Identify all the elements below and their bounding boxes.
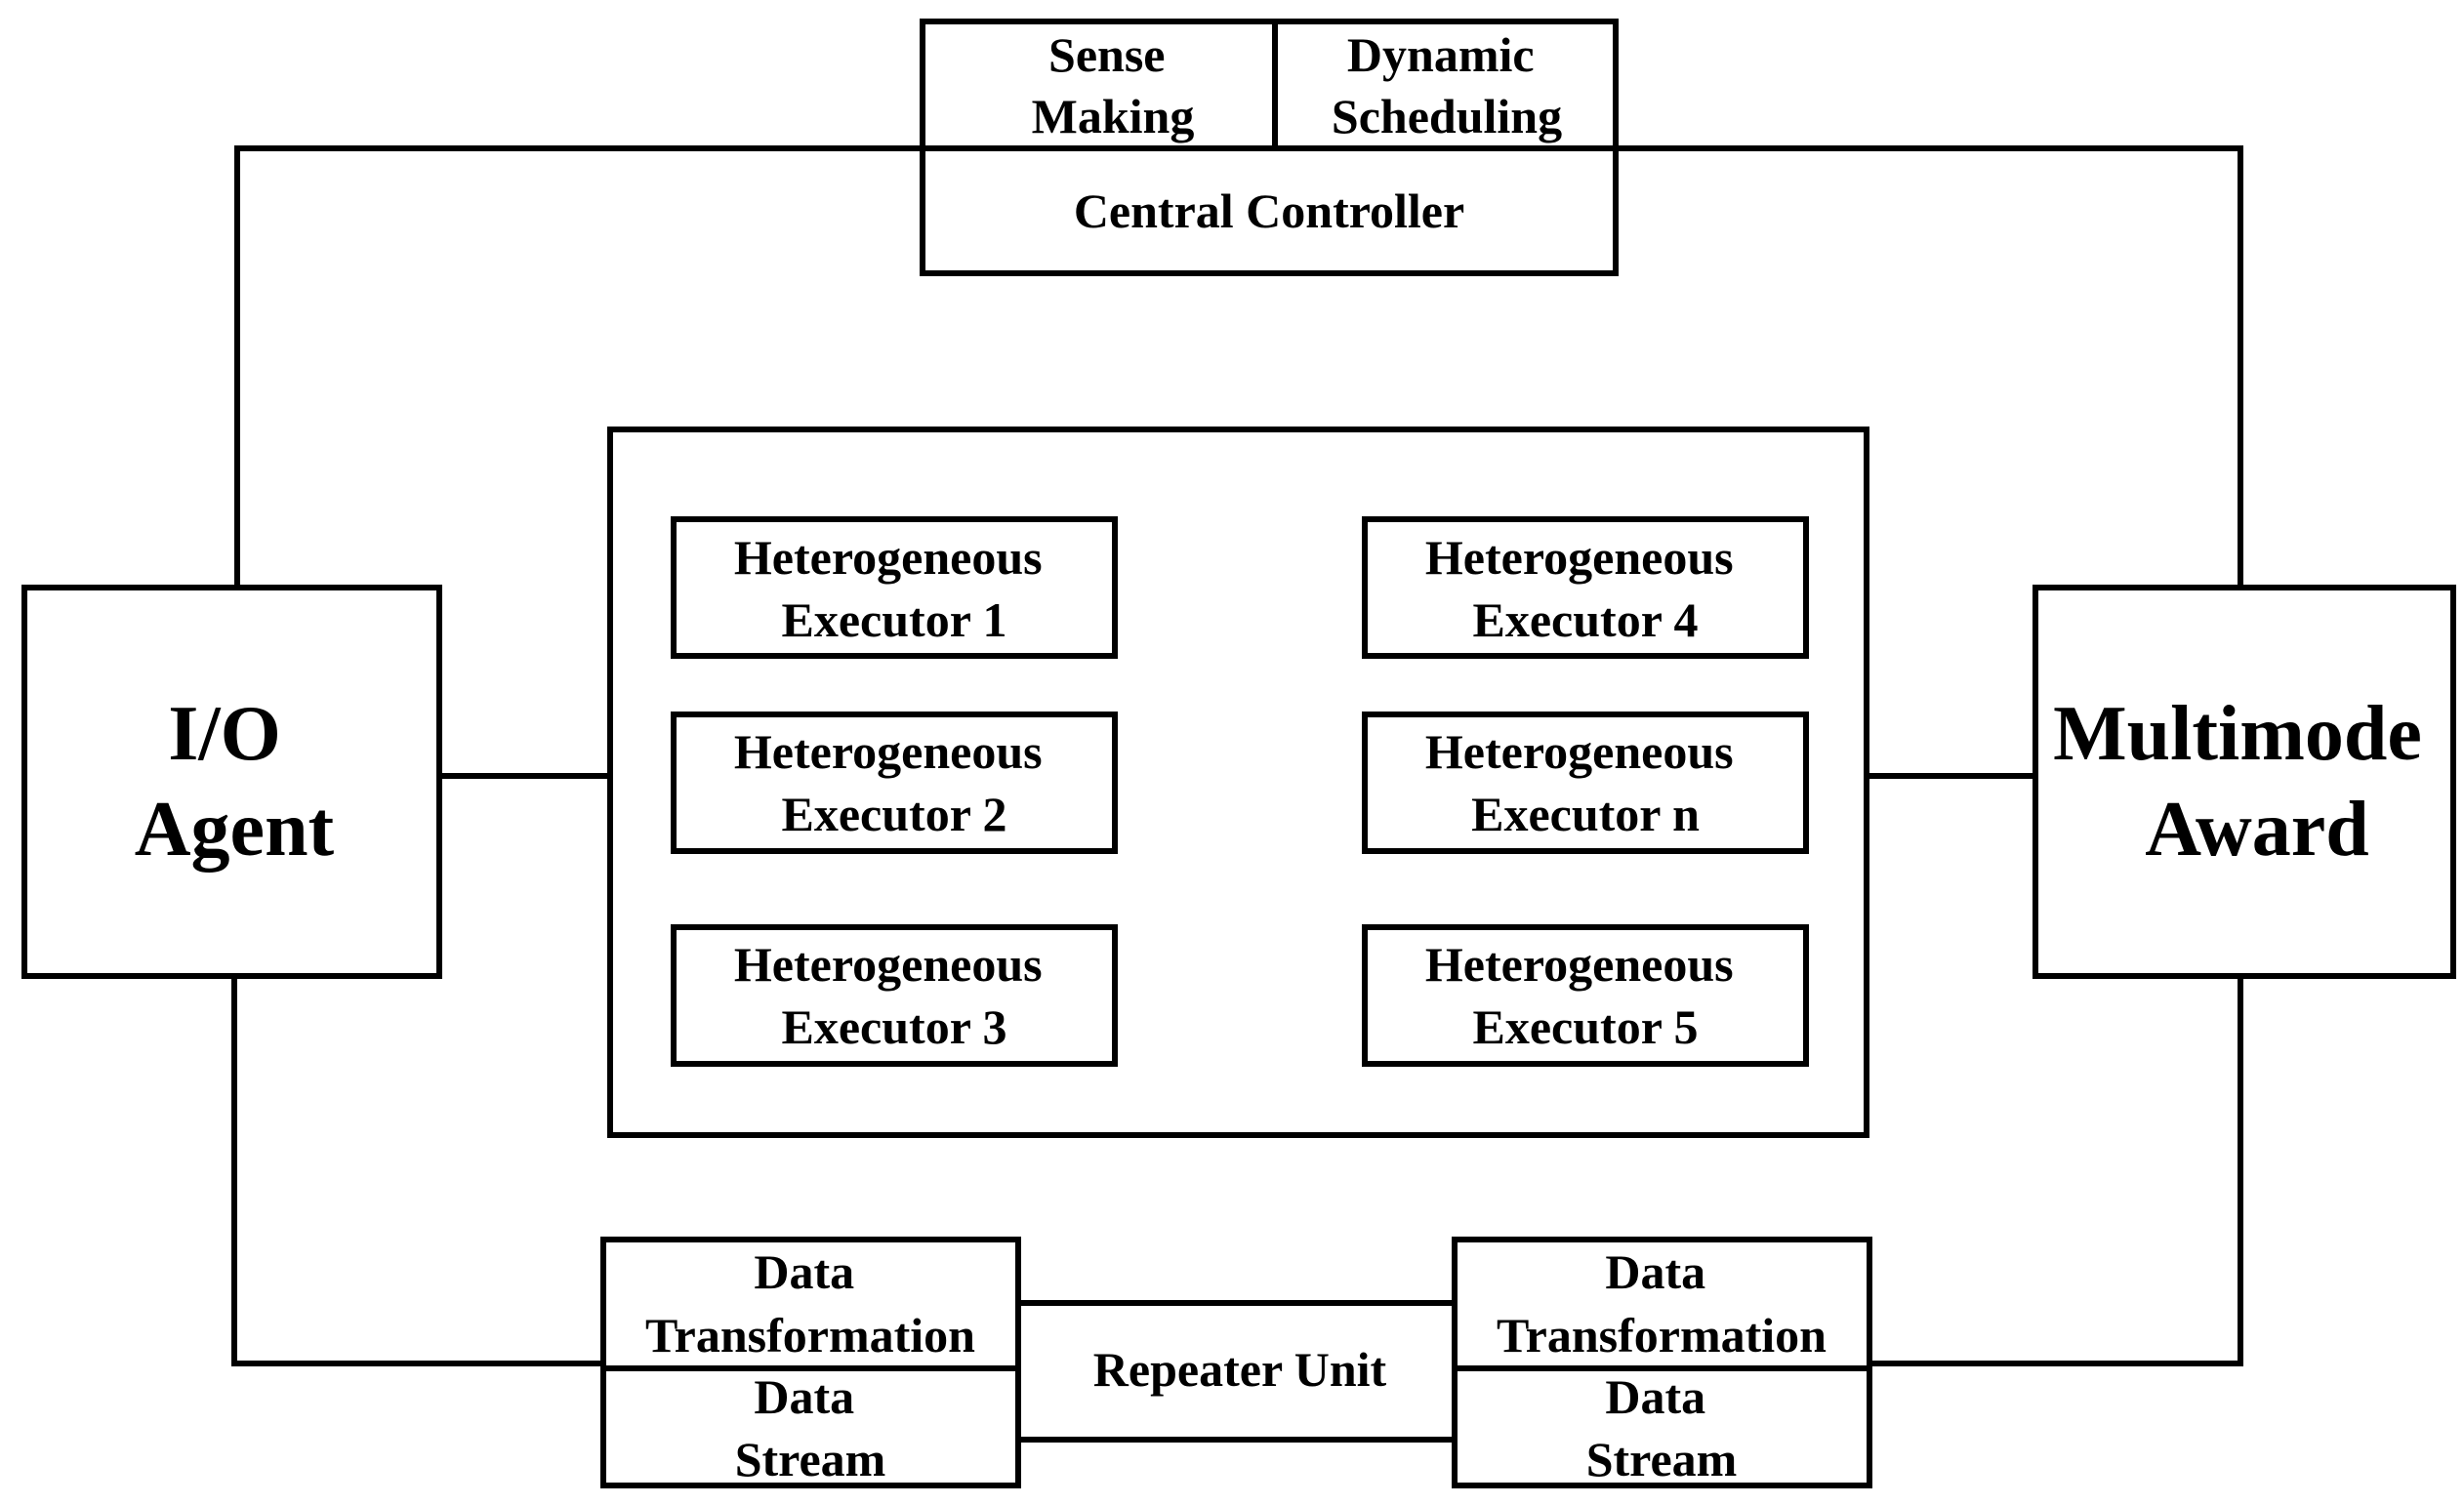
multimode-award-line2: Award <box>2145 787 2369 873</box>
data-stream-left-line1: Data <box>754 1369 854 1424</box>
data-stream-left-label: Data Stream <box>735 1369 886 1486</box>
connector-award-to-data-right <box>1869 976 2243 1366</box>
data-stream-right-line1: Data <box>1605 1369 1705 1424</box>
executor-2: Heterogeneous Executor 2 <box>671 712 1118 854</box>
connector-lines <box>231 145 2243 1366</box>
executor-5-line1: Heterogeneous <box>1425 937 1734 992</box>
executor-2-line2: Executor 2 <box>782 787 1007 841</box>
executor-3: Heterogeneous Executor 3 <box>671 924 1118 1067</box>
data-block-right-frame <box>1452 1237 1872 1488</box>
repeater-unit: Repeater Unit <box>1015 1300 1458 1443</box>
data-transformation-right-line2: Transformation <box>1497 1308 1827 1363</box>
executor-3-line2: Executor 3 <box>782 999 1007 1054</box>
dynamic-scheduling-line1: Dynamic <box>1347 27 1535 82</box>
executor-5-label: Heterogeneous Executor 5 <box>1425 937 1745 1054</box>
central-controller-label: Central Controller <box>1074 183 1464 238</box>
executor-3-label: Heterogeneous Executor 3 <box>734 937 1054 1054</box>
executor-pool-frame <box>607 427 1869 1138</box>
data-transformation-left-line1: Data <box>754 1244 854 1299</box>
data-transformation-right-label: Data Transformation <box>1497 1244 1827 1363</box>
data-block-right: Data Transformation Data Stream <box>1452 1237 1872 1488</box>
executor-3-line1: Heterogeneous <box>734 937 1043 992</box>
executor-1-frame <box>671 516 1118 659</box>
executor-5: Heterogeneous Executor 5 <box>1362 924 1809 1067</box>
data-transformation-left-label: Data Transformation <box>645 1244 975 1363</box>
executor-n-frame <box>1362 712 1809 854</box>
sense-making-line1: Sense <box>1048 27 1165 82</box>
executor-2-line1: Heterogeneous <box>734 724 1043 779</box>
executor-4-line1: Heterogeneous <box>1425 530 1734 585</box>
multimode-award-line1: Multimode <box>2053 691 2422 777</box>
connector-controller-to-award <box>1616 145 2243 586</box>
repeater-unit-label: Repeater Unit <box>1093 1342 1387 1397</box>
dynamic-scheduling-line2: Scheduling <box>1332 89 1562 143</box>
multimode-award-frame <box>2033 585 2456 979</box>
data-transformation-right-line1: Data <box>1605 1244 1705 1299</box>
executor-1-label: Heterogeneous Executor 1 <box>734 530 1054 647</box>
executor-n: Heterogeneous Executor n <box>1362 712 1809 854</box>
io-agent-frame <box>21 585 442 979</box>
executor-n-label: Heterogeneous Executor n <box>1425 724 1745 841</box>
data-stream-left-line2: Stream <box>735 1432 886 1486</box>
executor-4: Heterogeneous Executor 4 <box>1362 516 1809 659</box>
executor-1-line2: Executor 1 <box>782 592 1007 647</box>
data-stream-right-line2: Stream <box>1586 1432 1738 1486</box>
io-agent-line1: I/O <box>168 691 281 777</box>
executor-4-frame <box>1362 516 1809 659</box>
executor-5-line2: Executor 5 <box>1473 999 1699 1054</box>
data-transformation-left-line2: Transformation <box>645 1308 975 1363</box>
executor-1-line1: Heterogeneous <box>734 530 1043 585</box>
data-block-left: Data Transformation Data Stream <box>600 1237 1021 1488</box>
executor-5-frame <box>1362 924 1809 1067</box>
dynamic-scheduling-label: Dynamic Scheduling <box>1332 27 1562 143</box>
data-stream-right-label: Data Stream <box>1586 1369 1738 1486</box>
executor-4-line2: Executor 4 <box>1473 592 1699 647</box>
io-agent-line2: Agent <box>135 787 335 873</box>
io-agent-label: I/O Agent <box>135 691 335 873</box>
executor-pool: Heterogeneous Executor 1 Heterogeneous E… <box>607 427 1869 1138</box>
sense-making-line2: Making <box>1032 89 1195 143</box>
multimode-award: Multimode Award <box>2033 585 2456 979</box>
executor-3-frame <box>671 924 1118 1067</box>
executor-2-frame <box>671 712 1118 854</box>
io-agent: I/O Agent <box>21 585 442 979</box>
executor-n-line2: Executor n <box>1471 787 1700 841</box>
executor-n-line1: Heterogeneous <box>1425 724 1734 779</box>
multimode-award-label: Multimode Award <box>2053 691 2442 873</box>
executor-2-label: Heterogeneous Executor 2 <box>734 724 1054 841</box>
central-controller: Sense Making Dynamic Scheduling Central … <box>920 19 1619 276</box>
connector-io-to-controller <box>234 145 923 586</box>
executor-1: Heterogeneous Executor 1 <box>671 516 1118 659</box>
executor-4-label: Heterogeneous Executor 4 <box>1425 530 1745 647</box>
connector-io-to-data-left <box>231 976 603 1366</box>
sense-making-label: Sense Making <box>1032 27 1195 143</box>
